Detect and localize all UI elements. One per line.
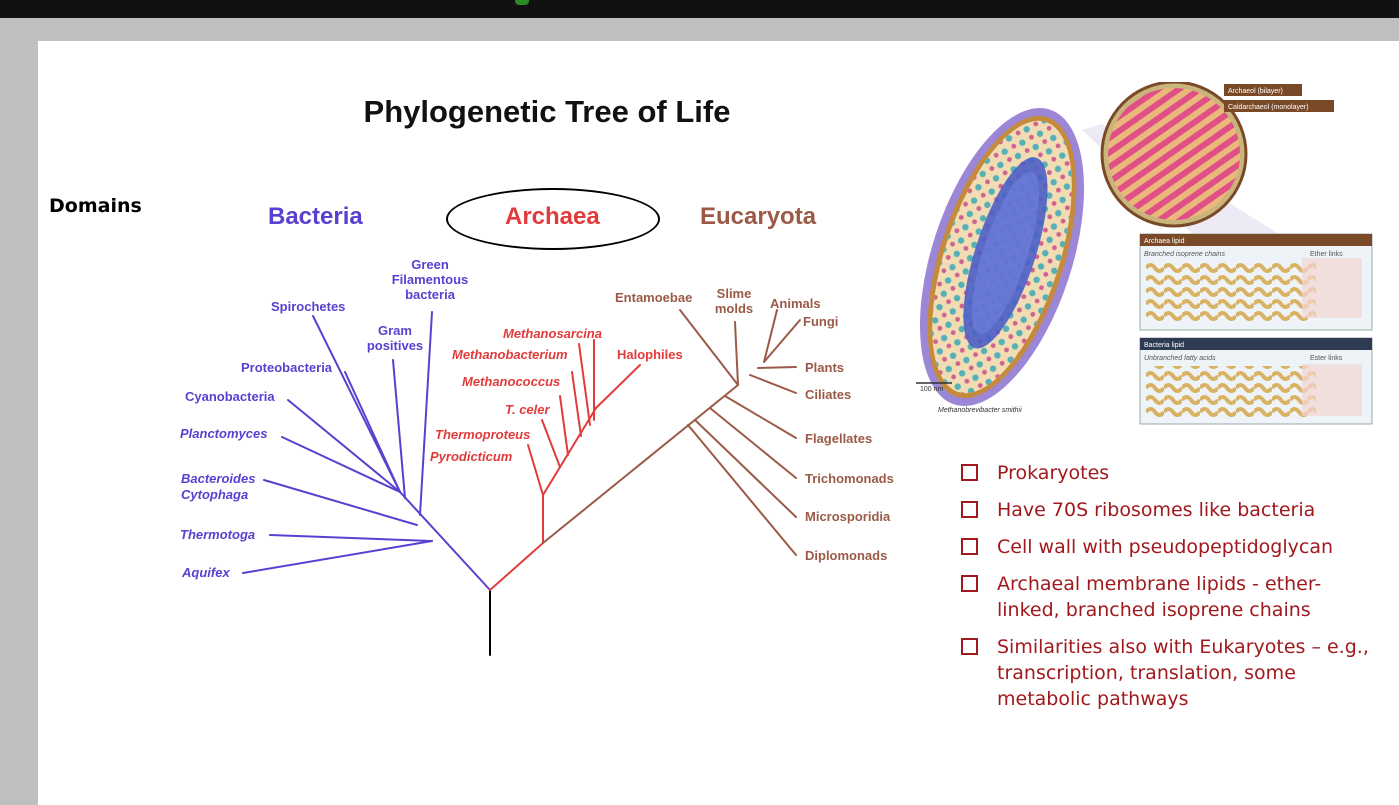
taxon-trichomonads: Trichomonads: [805, 471, 894, 486]
panel-bacteria-lipid: Bacteria lipid: [1144, 342, 1184, 349]
taxon-methanosarcina: Methanosarcina: [503, 326, 602, 341]
taxon-t-celer: T. celer: [505, 402, 550, 417]
taxon-green-line1: Green: [390, 257, 470, 272]
taxon-animals: Animals: [770, 296, 821, 311]
species-caption: Methanobrevibacter smithii: [938, 407, 1022, 414]
scale-bar-label: 100 nm: [920, 386, 944, 393]
taxon-slime-line2: molds: [711, 301, 757, 316]
list-item: Cell wall with pseudopeptidoglycan: [955, 534, 1375, 560]
panel-archaea-lipid: Archaea lipid: [1144, 238, 1185, 245]
label-branched-chains: Branched isoprene chains: [1144, 251, 1225, 258]
taxon-entamoebae: Entamoebae: [615, 290, 692, 305]
taxon-diplomonads: Diplomonads: [805, 548, 887, 563]
bullet-text: Prokaryotes: [997, 462, 1109, 484]
taxon-cyanobacteria: Cyanobacteria: [185, 389, 275, 404]
bullet-text: Similarities also with Eukaryotes – e.g.…: [997, 636, 1369, 710]
bullet-text: Cell wall with pseudopeptidoglycan: [997, 536, 1333, 558]
checkbox-bullet-icon: [961, 575, 978, 592]
list-item: Similarities also with Eukaryotes – e.g.…: [955, 634, 1375, 712]
taxon-gram-line2: positives: [362, 338, 428, 353]
taxon-bacteroides-line2: Cytophaga: [181, 487, 255, 503]
archaeal-cell-illustration: Archaeol (bilayer) Caldarchaeol (monolay…: [912, 82, 1374, 427]
tag-caldarchaeol: Caldarchaeol (monolayer): [1228, 104, 1309, 111]
bullet-text: Have 70S ribosomes like bacteria: [997, 499, 1315, 521]
taxon-green-filamentous-bacteria: Green Filamentous bacteria: [390, 257, 470, 302]
label-ester-links: Ester links: [1310, 355, 1343, 362]
label-ether-links: Ether links: [1310, 251, 1343, 258]
taxon-proteobacteria: Proteobacteria: [241, 360, 332, 375]
checkbox-bullet-icon: [961, 501, 978, 518]
taxon-microsporidia: Microsporidia: [805, 509, 890, 524]
taxon-plants: Plants: [805, 360, 844, 375]
taxon-aquifex: Aquifex: [182, 565, 230, 580]
checkbox-bullet-icon: [961, 538, 978, 555]
archaea-features-list: Prokaryotes Have 70S ribosomes like bact…: [955, 460, 1375, 723]
tag-archaeol: Archaeol (bilayer): [1228, 88, 1283, 95]
taxon-slime-line1: Slime: [711, 286, 757, 301]
taxon-pyrodicticum: Pyrodicticum: [430, 449, 512, 464]
taxon-green-line3: bacteria: [390, 287, 470, 302]
taxon-fungi: Fungi: [803, 314, 838, 329]
checkbox-bullet-icon: [961, 464, 978, 481]
taxon-thermotoga: Thermotoga: [180, 527, 255, 542]
taxon-thermoproteus: Thermoproteus: [435, 427, 530, 442]
taxon-gram-line1: Gram: [362, 323, 428, 338]
taxon-planctomyces: Planctomyces: [180, 426, 267, 441]
taxon-methanobacterium: Methanobacterium: [452, 347, 568, 362]
taxon-ciliates: Ciliates: [805, 387, 851, 402]
list-item: Archaeal membrane lipids - ether-linked,…: [955, 571, 1375, 623]
taxon-bacteroides-line1: Bacteroides: [181, 471, 255, 487]
list-item: Prokaryotes: [955, 460, 1375, 486]
bullet-text: Archaeal membrane lipids - ether-linked,…: [997, 573, 1321, 621]
taxon-green-line2: Filamentous: [390, 272, 470, 287]
taxon-flagellates: Flagellates: [805, 431, 872, 446]
taxon-gram-positives: Gram positives: [362, 323, 428, 353]
taxon-bacteroides-cytophaga: Bacteroides Cytophaga: [181, 471, 255, 503]
checkbox-bullet-icon: [961, 638, 978, 655]
list-item: Have 70S ribosomes like bacteria: [955, 497, 1375, 523]
label-unbranched-acids: Unbranched fatty acids: [1144, 355, 1216, 362]
taxon-methanococcus: Methanococcus: [462, 374, 560, 389]
taxon-halophiles: Halophiles: [617, 347, 683, 362]
taxon-spirochetes: Spirochetes: [271, 299, 345, 314]
cell-illustration-graphic: Archaeol (bilayer) Caldarchaeol (monolay…: [912, 82, 1374, 427]
taxon-slime-molds: Slime molds: [711, 286, 757, 316]
